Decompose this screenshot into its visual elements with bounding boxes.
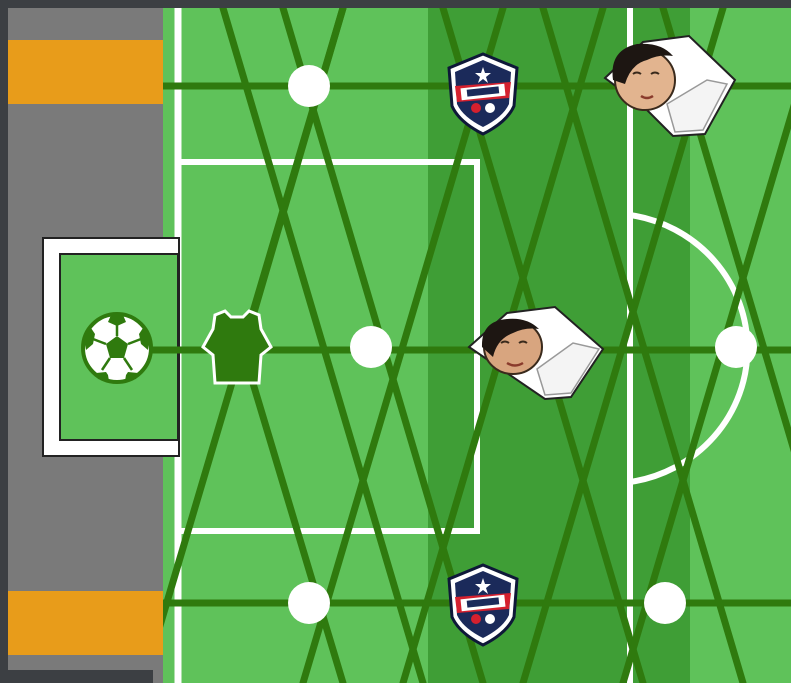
orange-bar-top (8, 40, 163, 104)
empty-position-node[interactable] (288, 582, 330, 624)
empty-position-node[interactable] (644, 582, 686, 624)
soccer-ball-icon[interactable] (83, 314, 151, 382)
jersey-icon[interactable] (203, 311, 271, 383)
corner-shadow (8, 670, 153, 683)
orange-bar-bottom (8, 591, 163, 655)
empty-position-node[interactable] (715, 326, 757, 368)
empty-position-node[interactable] (288, 65, 330, 107)
empty-position-node[interactable] (350, 326, 392, 368)
top-edge (0, 0, 791, 8)
